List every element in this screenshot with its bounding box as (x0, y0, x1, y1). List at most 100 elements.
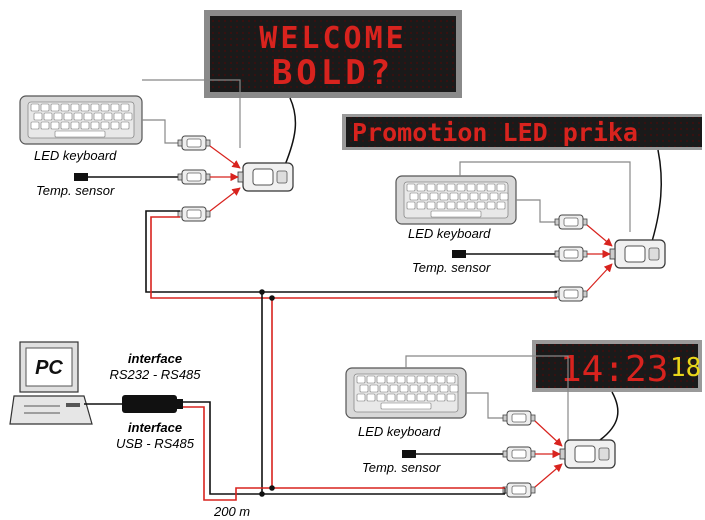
keyboard-label-top: LED keyboard (34, 148, 117, 163)
keyboard-key (476, 201, 486, 210)
keyboard-key (396, 375, 406, 384)
keyboard-bottom-icon (345, 367, 467, 419)
keyboard-key (366, 375, 376, 384)
keyboard-key (40, 103, 50, 112)
interface-title-1: interface (128, 351, 182, 366)
keyboard-key (426, 201, 436, 210)
connector-icon (502, 482, 536, 498)
connector-icon (554, 246, 588, 262)
keyboard-key (40, 121, 50, 130)
keyboard-key (429, 384, 439, 393)
keyboard-key (406, 201, 416, 210)
keyboard-key (396, 393, 406, 402)
temp-sensor-bottom-icon (402, 450, 416, 458)
keyboard-key (409, 384, 419, 393)
keyboard-key (496, 183, 506, 192)
interface-sub-2: USB - RS485 (116, 436, 195, 451)
connector-icon (502, 410, 536, 426)
connector-icon (554, 214, 588, 230)
keyboard-key (436, 183, 446, 192)
led-text-welcome: WELCOME (259, 21, 406, 56)
keyboard-key (479, 192, 489, 201)
pc-computer-icon (9, 341, 93, 425)
keyboard-key (386, 375, 396, 384)
clock-time: 14:23 (560, 349, 668, 390)
keyboard-spacebar (430, 210, 482, 218)
keyboard-spacebar (380, 402, 432, 410)
keyboard-key (83, 112, 93, 121)
keyboard-key (419, 384, 429, 393)
keyboard-key (80, 121, 90, 130)
keyboard-key (416, 393, 426, 402)
keyboard-key (449, 192, 459, 201)
keyboard-key (356, 375, 366, 384)
keyboard-key (409, 192, 419, 201)
keyboard-label-bottom: LED keyboard (358, 424, 441, 439)
keyboard-key (80, 103, 90, 112)
keyboard-key (123, 112, 133, 121)
led-display-middle: Promotion LED prika (342, 114, 702, 150)
sensor-label-middle: Temp. sensor (412, 260, 491, 275)
keyboard-key (389, 384, 399, 393)
keyboard-key (70, 103, 80, 112)
connector-icon (177, 135, 211, 151)
keyboard-key (439, 192, 449, 201)
keyboard-key (456, 201, 466, 210)
connector-icon (502, 446, 536, 462)
keyboard-key (416, 375, 426, 384)
keyboard-key (486, 183, 496, 192)
keyboard-key (449, 384, 459, 393)
connector-icon (177, 206, 211, 222)
led-text-promotion: Promotion LED prika (352, 118, 638, 147)
keyboard-key (426, 375, 436, 384)
keyboard-key (476, 183, 486, 192)
keyboard-key (469, 192, 479, 201)
interface-title-2: interface (128, 420, 182, 435)
pc-label: PC (35, 357, 63, 379)
keyboard-key (496, 201, 506, 210)
keyboard-key (489, 192, 499, 201)
led-text-bold: BOLD? (272, 53, 394, 93)
keyboard-key (43, 112, 53, 121)
keyboard-key (376, 375, 386, 384)
keyboard-middle-icon (395, 175, 517, 225)
keyboard-key (110, 121, 120, 130)
keyboard-key (53, 112, 63, 121)
keyboard-key (456, 183, 466, 192)
keyboard-spacebar (54, 130, 106, 138)
keyboard-key (376, 393, 386, 402)
hub-connector-middle-icon (609, 239, 666, 269)
keyboard-key (60, 121, 70, 130)
keyboard-key (30, 121, 40, 130)
keyboard-key (446, 375, 456, 384)
keyboard-key (406, 375, 416, 384)
temp-sensor-middle-icon (452, 250, 466, 258)
keyboard-key (399, 384, 409, 393)
distance-label: 200 m (213, 504, 250, 519)
keyboard-key (100, 121, 110, 130)
keyboard-key (446, 183, 456, 192)
keyboard-key (379, 384, 389, 393)
rs485-bus (145, 210, 557, 501)
connector-icon (554, 286, 588, 302)
hub-connector-top-icon (237, 162, 294, 192)
keyboard-key (366, 393, 376, 402)
hub-connector-bottom-icon (559, 439, 616, 469)
keyboard-key (93, 112, 103, 121)
keyboard-key (446, 393, 456, 402)
sensor-label-top: Temp. sensor (36, 183, 115, 198)
connector-icon (177, 169, 211, 185)
keyboard-key (90, 121, 100, 130)
interface-converter-icon (122, 395, 177, 413)
sensor-label-bottom: Temp. sensor (362, 460, 441, 475)
keyboard-key (63, 112, 73, 121)
keyboard-key (446, 201, 456, 210)
led-display-top: WELCOME BOLD? (204, 10, 462, 98)
keyboard-key (499, 192, 509, 201)
keyboard-top-icon (19, 95, 143, 145)
keyboard-key (120, 103, 130, 112)
keyboard-key (73, 112, 83, 121)
keyboard-key (110, 103, 120, 112)
keyboard-key (429, 192, 439, 201)
